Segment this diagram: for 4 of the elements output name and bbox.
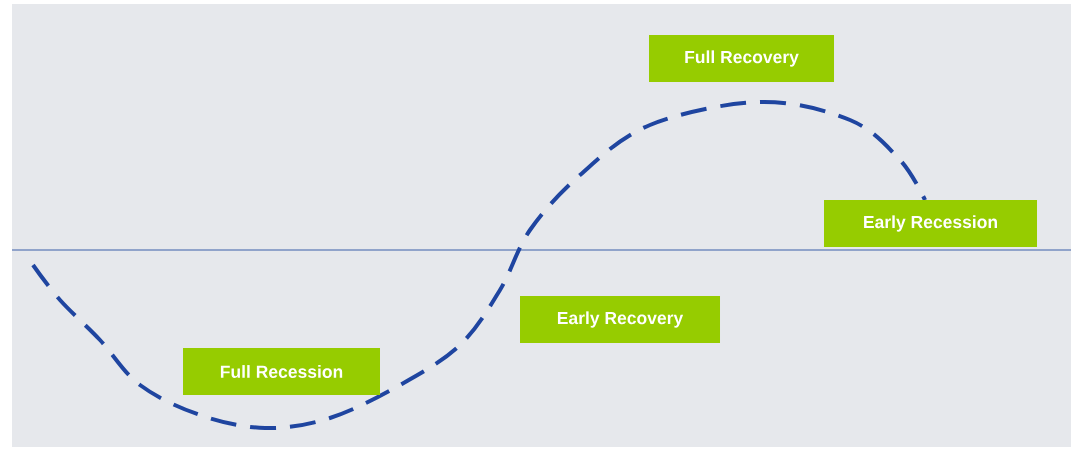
- phase-label: Early Recession: [824, 200, 1037, 247]
- phase-label: Full Recovery: [649, 35, 834, 82]
- phase-label: Full Recession: [183, 348, 380, 395]
- phase-label: Early Recovery: [520, 296, 720, 343]
